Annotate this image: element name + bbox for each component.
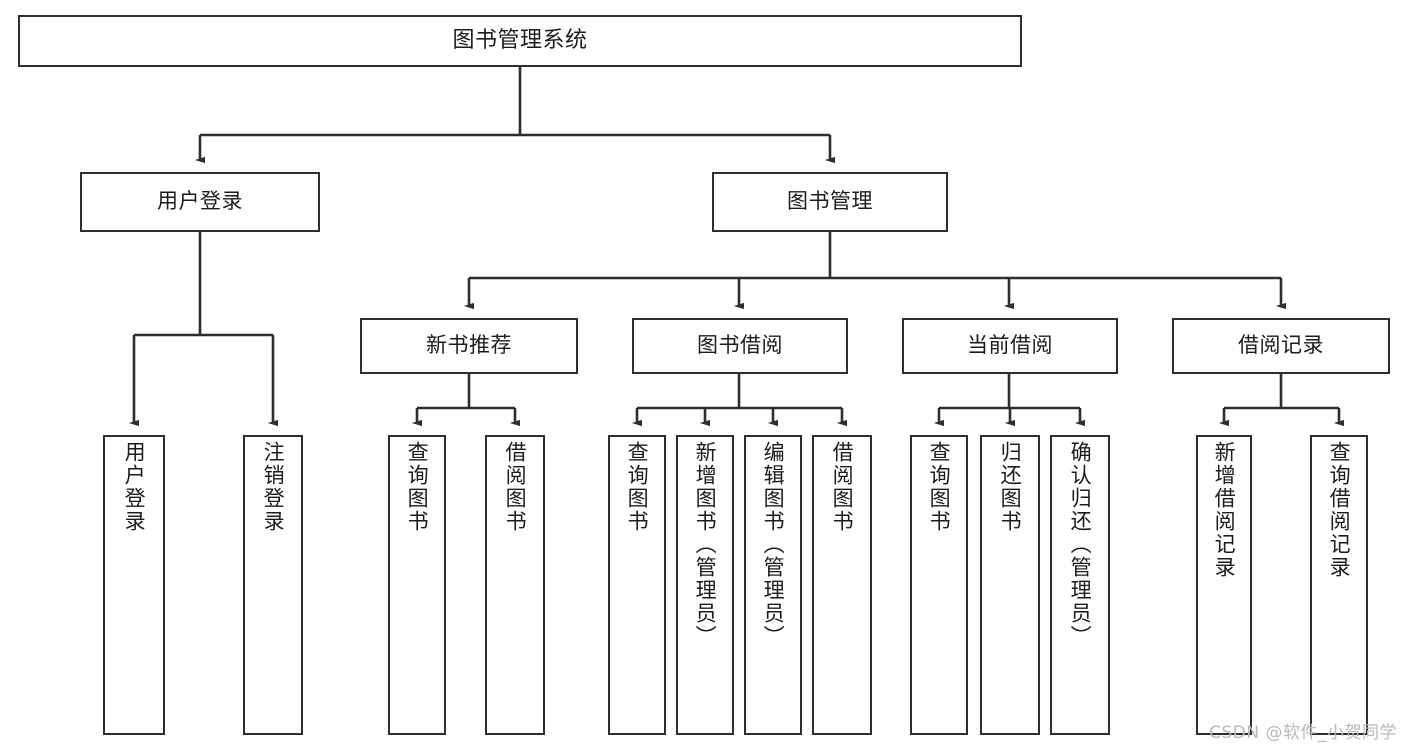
node-borrow-record[interactable]: 借阅记录 bbox=[1172, 318, 1390, 374]
leaf-return-book[interactable]: 归还图书 bbox=[980, 435, 1040, 735]
leaf-query-book-current-label: 查询图书 bbox=[927, 441, 952, 533]
leaf-add-borrow-record[interactable]: 新增借阅记录 bbox=[1196, 435, 1252, 735]
node-new-book-recommend[interactable]: 新书推荐 bbox=[360, 318, 578, 374]
node-book-borrow[interactable]: 图书借阅 bbox=[632, 318, 848, 374]
node-book-borrow-label: 图书借阅 bbox=[697, 333, 783, 358]
leaf-confirm-return-admin-label: 确认归还（管理员） bbox=[1068, 441, 1093, 648]
node-book-management[interactable]: 图书管理 bbox=[712, 172, 948, 232]
leaf-add-book-admin-label: 新增图书（管理员） bbox=[693, 441, 718, 648]
leaf-query-book-borrow-label: 查询图书 bbox=[625, 441, 650, 533]
node-current-borrow[interactable]: 当前借阅 bbox=[902, 318, 1118, 374]
leaf-query-borrow-record-label: 查询借阅记录 bbox=[1327, 441, 1352, 579]
leaf-query-book-borrow[interactable]: 查询图书 bbox=[608, 435, 666, 735]
node-root-label: 图书管理系统 bbox=[452, 27, 588, 53]
watermark: CSDN @软件_小贺同学 bbox=[1209, 723, 1397, 743]
leaf-add-book-admin[interactable]: 新增图书（管理员） bbox=[676, 435, 734, 735]
node-new-book-recommend-label: 新书推荐 bbox=[426, 333, 512, 358]
leaf-return-book-label: 归还图书 bbox=[998, 441, 1023, 533]
node-current-borrow-label: 当前借阅 bbox=[967, 333, 1053, 358]
leaf-query-borrow-record[interactable]: 查询借阅记录 bbox=[1310, 435, 1368, 735]
leaf-logout[interactable]: 注销登录 bbox=[243, 435, 303, 735]
leaf-borrow-book-recommend-label: 借阅图书 bbox=[503, 441, 528, 533]
leaf-edit-book-admin-label: 编辑图书（管理员） bbox=[761, 441, 786, 648]
leaf-borrow-book[interactable]: 借阅图书 bbox=[812, 435, 872, 735]
leaf-borrow-book-recommend[interactable]: 借阅图书 bbox=[485, 435, 545, 735]
node-borrow-record-label: 借阅记录 bbox=[1238, 333, 1324, 358]
leaf-logout-label: 注销登录 bbox=[261, 441, 286, 533]
leaf-edit-book-admin[interactable]: 编辑图书（管理员） bbox=[744, 435, 802, 735]
leaf-query-book-recommend[interactable]: 查询图书 bbox=[388, 435, 446, 735]
node-root[interactable]: 图书管理系统 bbox=[18, 15, 1022, 67]
leaf-confirm-return-admin[interactable]: 确认归还（管理员） bbox=[1050, 435, 1110, 735]
leaf-query-book-current[interactable]: 查询图书 bbox=[910, 435, 968, 735]
node-book-management-label: 图书管理 bbox=[787, 189, 873, 214]
leaf-add-borrow-record-label: 新增借阅记录 bbox=[1212, 441, 1237, 579]
node-user-login[interactable]: 用户登录 bbox=[80, 172, 320, 232]
node-user-login-label: 用户登录 bbox=[157, 189, 243, 214]
leaf-query-book-recommend-label: 查询图书 bbox=[405, 441, 430, 533]
leaf-user-login[interactable]: 用户登录 bbox=[103, 435, 165, 735]
leaf-borrow-book-label: 借阅图书 bbox=[830, 441, 855, 533]
leaf-user-login-label: 用户登录 bbox=[122, 441, 147, 533]
